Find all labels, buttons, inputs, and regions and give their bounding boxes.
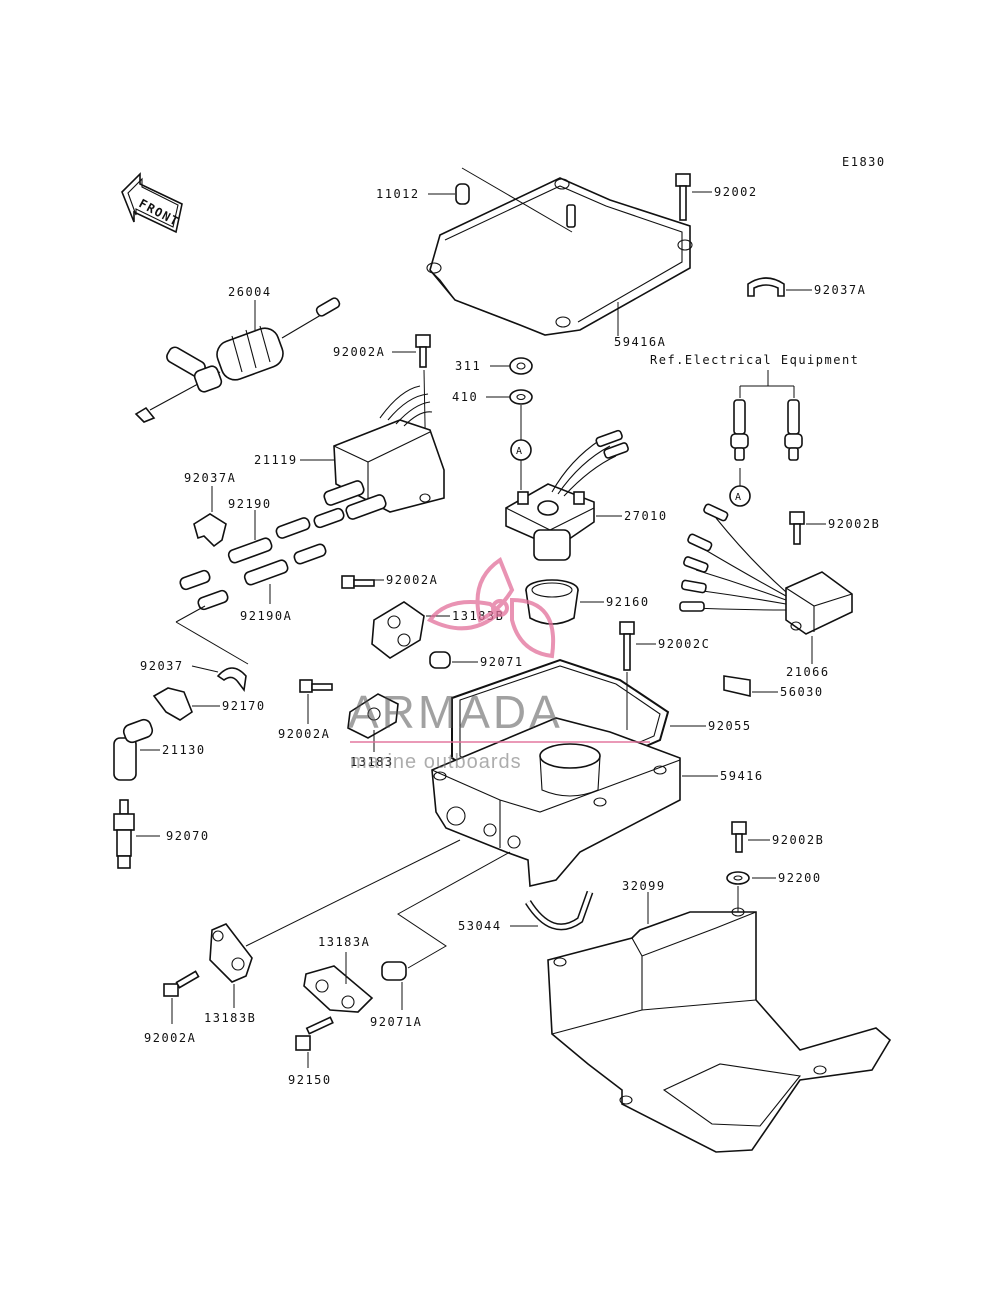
label-92002B-top: 92002B <box>828 517 880 531</box>
label-92070: 92070 <box>166 829 210 843</box>
damper-13183A <box>303 965 374 1013</box>
bolt-92002B-top <box>789 511 805 545</box>
bolt-92002C <box>619 621 635 671</box>
bolt-92002A-top <box>415 334 431 368</box>
label-11012: 11012 <box>376 187 420 201</box>
propeller-logo-icon <box>426 556 556 659</box>
grommet-92071A <box>381 961 407 981</box>
label-92037A-top: 92037A <box>814 283 866 297</box>
clamp-92037 <box>216 667 247 693</box>
electric-case-59416 <box>431 717 681 887</box>
ignition-coil-21119 <box>323 385 445 520</box>
holder-92170 <box>152 687 193 721</box>
label-53044: 53044 <box>458 919 502 933</box>
electric-case-cover-59416A <box>426 177 693 336</box>
label-92002A-top: 92002A <box>333 345 385 359</box>
label-92002C: 92002C <box>658 637 710 651</box>
bolt-92002A-bottom <box>163 970 200 997</box>
cover-92160 <box>525 579 579 625</box>
connector-marker-A-center: A <box>510 439 532 461</box>
bolt-92002A-left <box>299 679 333 693</box>
hose-53044 <box>525 890 594 931</box>
bracket-32099 <box>547 907 892 1153</box>
label-92037A-left: 92037A <box>184 471 236 485</box>
label-92071A: 92071A <box>370 1015 422 1029</box>
label-92002A-bottom: 92002A <box>144 1031 196 1045</box>
watermark: ARMADA marine outboards <box>348 556 650 773</box>
sleeve-11012 <box>455 183 470 205</box>
label-26004: 26004 <box>228 285 272 299</box>
regulator-21066 <box>679 503 853 635</box>
starter-switch-27010 <box>505 429 629 561</box>
washer-410 <box>509 389 533 405</box>
label-plate-56030 <box>723 675 751 698</box>
label-21130: 21130 <box>162 743 206 757</box>
label-32099: 32099 <box>622 879 666 893</box>
label-92002B-bottom: 92002B <box>772 833 824 847</box>
harness-lead-right <box>784 399 803 461</box>
plug-cap-21130 <box>113 718 154 781</box>
bolt-92002A-mid <box>341 575 375 589</box>
label-59416: 59416 <box>720 769 764 783</box>
washer-92200 <box>726 871 750 885</box>
bolt-92002 <box>675 173 691 221</box>
damper-13183 <box>347 693 399 739</box>
connector-marker-A-right: A <box>729 485 751 507</box>
bolt-92150 <box>295 1016 334 1051</box>
nut-311 <box>509 357 533 375</box>
grommet-92071 <box>429 651 451 669</box>
cable-grommet-26004 <box>134 297 341 423</box>
label-92071: 92071 <box>480 655 524 669</box>
label-13183A: 13183A <box>318 935 370 949</box>
label-92170: 92170 <box>222 699 266 713</box>
label-13183B-bottom: 13183B <box>204 1011 256 1025</box>
label-92150: 92150 <box>288 1073 332 1087</box>
clamp-92037A-top <box>747 277 785 297</box>
label-13183: 13183 <box>350 755 394 769</box>
reference-note: Ref.Electrical Equipment <box>650 353 859 367</box>
svg-text:A: A <box>735 492 741 503</box>
label-92002: 92002 <box>714 185 758 199</box>
label-92160: 92160 <box>606 595 650 609</box>
label-92002A-left: 92002A <box>278 727 330 741</box>
spark-plug-92070 <box>113 799 135 869</box>
bolt-92002B-bottom <box>731 821 747 853</box>
tube-92190 <box>227 507 345 564</box>
damper-13183B-mid <box>371 601 425 659</box>
harness-lead-left <box>730 399 749 461</box>
label-59416A: 59416A <box>614 335 666 349</box>
label-92037: 92037 <box>140 659 184 673</box>
damper-13183B-bottom <box>209 923 253 983</box>
label-56030: 56030 <box>780 685 824 699</box>
label-92200: 92200 <box>778 871 822 885</box>
tube-92190A <box>179 543 327 611</box>
label-92190: 92190 <box>228 497 272 511</box>
diagram-code: E1830 <box>842 155 886 169</box>
watermark-tagline: marine outboards <box>350 751 522 773</box>
label-311: 311 <box>455 359 481 373</box>
label-92055: 92055 <box>708 719 752 733</box>
label-21066: 21066 <box>786 665 830 679</box>
label-21119: 21119 <box>254 453 298 467</box>
front-arrow-icon: FRONT <box>121 172 183 234</box>
label-410: 410 <box>452 390 478 404</box>
label-92002A-mid: 92002A <box>386 573 438 587</box>
clamp-92037A-left <box>193 513 227 548</box>
label-92190A: 92190A <box>240 609 292 623</box>
label-27010: 27010 <box>624 509 668 523</box>
watermark-brand: ARMADA <box>348 686 563 738</box>
svg-text:A: A <box>516 446 522 457</box>
